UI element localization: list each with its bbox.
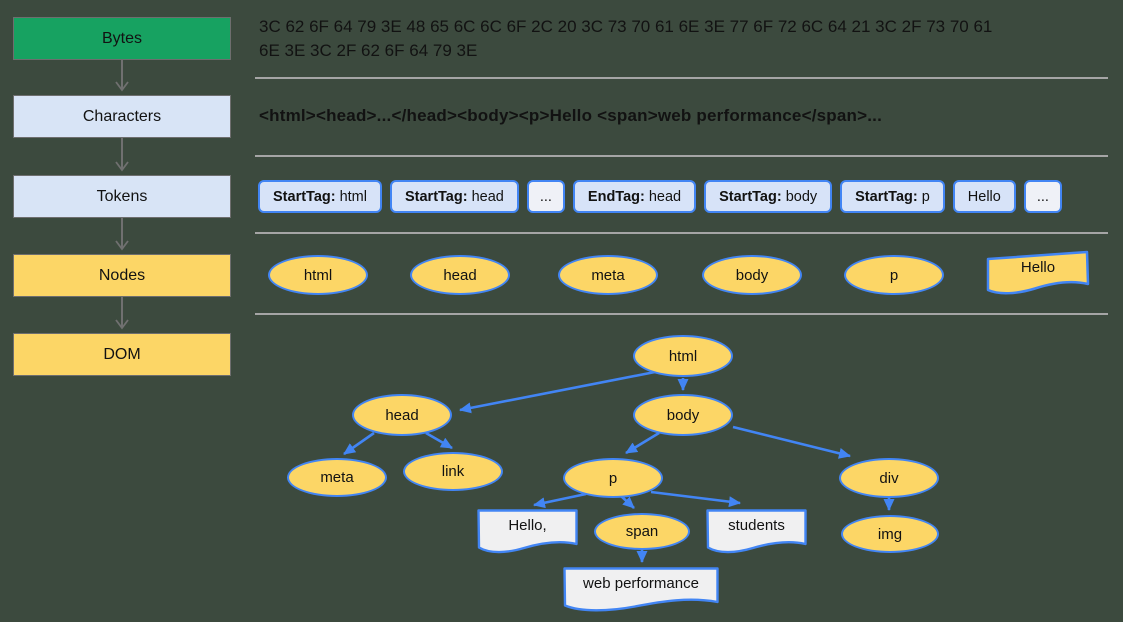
document-shape-icon — [477, 509, 578, 554]
dom-arrow-html-head — [459, 370, 656, 414]
dom-text-students: students — [706, 509, 807, 557]
document-shape-icon — [563, 567, 719, 612]
node-text-hello: Hello — [985, 249, 1091, 297]
text-node-label: students — [728, 517, 785, 534]
stage-label: DOM — [103, 345, 141, 363]
token-ellipsis: ... — [1023, 180, 1062, 213]
dom-arrow-body-div — [732, 425, 851, 459]
dom-text-web-performance: web performance — [563, 567, 719, 615]
token-value: head — [648, 188, 682, 205]
node-ellipse-html: html — [268, 255, 368, 295]
row-separator — [255, 77, 1108, 79]
dom-node-meta: meta — [287, 458, 387, 497]
stage-box-tokens: Tokens — [13, 175, 231, 218]
dom-arrow-head-meta — [343, 431, 375, 456]
row-separator — [255, 313, 1108, 315]
token-starttag-head: StartTag:head — [389, 180, 519, 213]
dom-node-body: body — [633, 394, 733, 436]
document-shape-icon — [986, 250, 1090, 295]
characters-string: <html><head>...</head><body><p>Hello <sp… — [259, 106, 883, 125]
bytes-hex-line-2: 6E 3E 3C 2F 62 6F 64 79 3E — [259, 41, 478, 60]
dom-arrow-p-hello — [533, 492, 587, 509]
stage-label: Characters — [82, 107, 162, 125]
dom-arrow-p-students — [650, 490, 741, 508]
stage-box-bytes: Bytes — [13, 17, 231, 60]
dom-node-img: img — [841, 515, 939, 553]
tokens-row: StartTag:html StartTag:head ... EndTag:h… — [258, 180, 1062, 213]
token-prefix: StartTag: — [719, 188, 782, 205]
token-value: body — [785, 188, 818, 205]
row-separator — [255, 232, 1108, 234]
bytes-hex-line-1: 3C 62 6F 64 79 3E 48 65 6C 6C 6F 2C 20 3… — [259, 17, 993, 36]
token-value: head — [471, 188, 504, 205]
node-ellipse-p: p — [844, 255, 944, 295]
token-value: ... — [539, 188, 552, 205]
token-starttag-p: StartTag:p — [840, 180, 945, 213]
token-text-hello: Hello — [952, 180, 1016, 213]
token-value: Hello — [967, 188, 1001, 205]
token-prefix: EndTag: — [587, 188, 645, 205]
dom-arrow-p-span — [620, 495, 635, 509]
dom-node-html: html — [633, 335, 733, 377]
stage-label: Bytes — [101, 29, 142, 47]
dom-text-hello: Hello, — [477, 509, 578, 557]
token-ellipsis: ... — [526, 180, 565, 213]
dom-node-p: p — [563, 458, 663, 498]
stage-box-dom: DOM — [13, 333, 231, 376]
document-shape-icon — [706, 509, 807, 554]
token-starttag-body: StartTag:body — [704, 180, 833, 213]
stage-box-characters: Characters — [13, 95, 231, 138]
token-prefix: StartTag: — [404, 188, 468, 205]
text-node-label: Hello, — [508, 517, 547, 534]
dom-node-head: head — [352, 394, 452, 436]
token-prefix: StartTag: — [273, 188, 336, 205]
token-endtag-head: EndTag:head — [572, 180, 697, 213]
stage-label: Tokens — [96, 187, 148, 205]
stage-box-nodes: Nodes — [13, 254, 231, 297]
dom-arrow-body-p — [625, 431, 660, 455]
node-ellipse-head: head — [410, 255, 510, 295]
dom-node-div: div — [839, 458, 939, 498]
dom-node-link: link — [403, 452, 503, 491]
token-prefix: StartTag: — [855, 188, 918, 205]
dom-arrow-head-link — [425, 431, 453, 450]
dom-node-span: span — [594, 513, 690, 550]
stage-label: Nodes — [98, 266, 146, 284]
token-value: html — [339, 188, 367, 205]
token-starttag-html: StartTag:html — [258, 180, 382, 213]
row-separator — [255, 155, 1108, 157]
text-node-label: web performance — [583, 575, 699, 592]
node-ellipse-body: body — [702, 255, 802, 295]
token-value: ... — [1036, 188, 1049, 205]
token-value: p — [921, 188, 930, 205]
bytes-hex-text: 3C 62 6F 64 79 3E 48 65 6C 6C 6F 2C 20 3… — [259, 15, 992, 63]
text-node-label: Hello — [1020, 259, 1056, 276]
node-ellipse-meta: meta — [558, 255, 658, 295]
